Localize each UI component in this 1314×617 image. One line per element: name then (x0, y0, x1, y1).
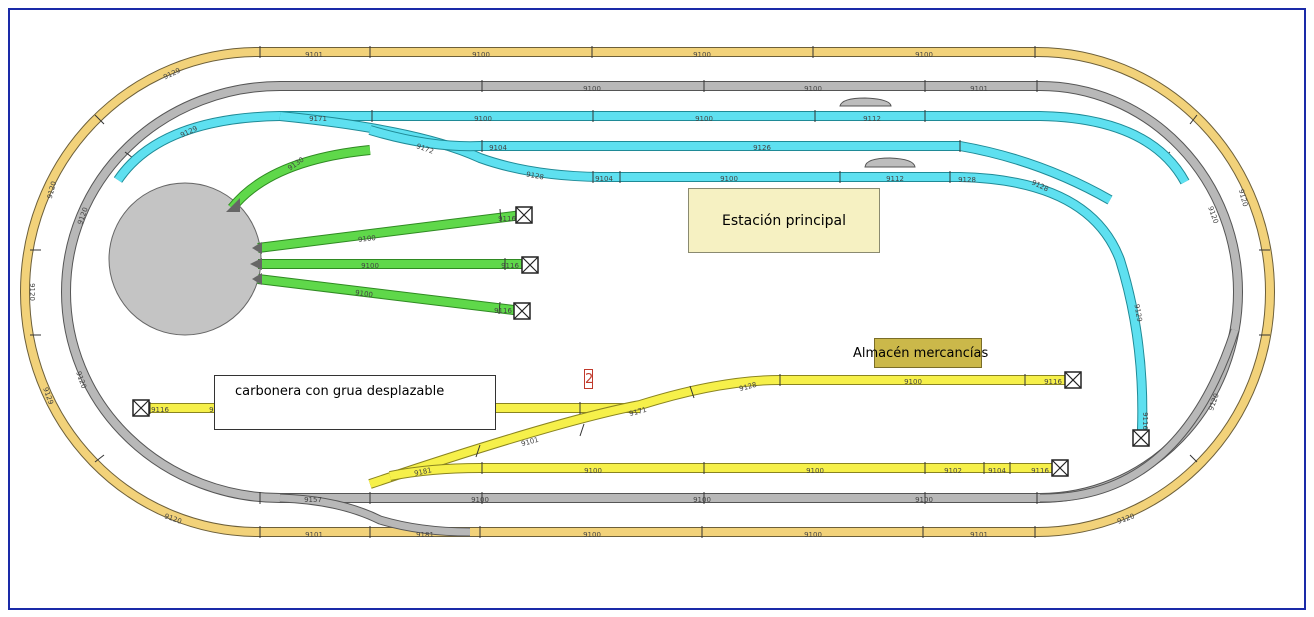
track-code-label: 9104 (489, 144, 507, 152)
diagram-frame (8, 8, 1306, 610)
track-code-label: 9104 (595, 175, 613, 183)
track-code-label: 9100 (804, 531, 822, 539)
marker-label: 2 (584, 369, 593, 389)
track-code-label: 9100 (693, 51, 711, 59)
track-code-label: 9112 (863, 115, 881, 123)
track-code-label: 9100 (471, 496, 489, 504)
track-code-label: 9116 (494, 307, 512, 315)
track-code-label: 9100 (804, 85, 822, 93)
track-code-label: 9116 (151, 406, 169, 414)
track-code-label: 9116 (1141, 412, 1149, 430)
platform-upper (839, 97, 892, 107)
track-code-label: 9100 (693, 496, 711, 504)
track-code-label: 9129 (1133, 304, 1144, 323)
track-code-label: 9128 (526, 171, 545, 182)
gray-loop-track (61, 80, 1243, 537)
buffer-stop-blue-cross (1132, 429, 1150, 447)
track-code-label: 9116 (498, 215, 516, 223)
track-code-label: 9100 (358, 234, 377, 244)
track-code-label: 9112 (886, 175, 904, 183)
track-code-label: 9171 (309, 115, 327, 123)
outer-loop-track (20, 46, 1275, 538)
track-code-label: 9100 (583, 531, 601, 539)
track-code-label: 9100 (695, 115, 713, 123)
track-code-label: 9101 (305, 51, 323, 59)
track-code-label: 9100 (583, 85, 601, 93)
track-code-label: 9128 (958, 176, 976, 184)
track-code-label: 9100 (915, 51, 933, 59)
track-code-label: 9157 (304, 496, 322, 504)
track-code-label: 9100 (904, 378, 922, 386)
coal-station-label-text: carbonera con grua desplazable (235, 384, 445, 399)
track-code-label: 9100 (472, 51, 490, 59)
track-code-label: 9100 (355, 289, 374, 299)
track-code-label: 9116 (501, 262, 519, 270)
track-code-label: 9120 (28, 283, 36, 301)
track-code-label: 9100 (584, 467, 602, 475)
track-code-label: 9116 (1031, 467, 1049, 475)
platform-lower (864, 157, 916, 168)
warehouse-box (874, 338, 982, 368)
track-code-label: 9104 (988, 467, 1006, 475)
track-code-label: 9101 (305, 531, 323, 539)
coal-station-label: carbonera con grua desplazable (214, 375, 496, 430)
blue-station-tracks (113, 97, 1190, 447)
track-code-label: 9100 (361, 262, 379, 270)
station-label: Estación principal (688, 188, 880, 253)
track-code-label: 9100 (474, 115, 492, 123)
green-spur-tracks (226, 145, 539, 320)
track-code-label: 9126 (753, 144, 771, 152)
station-label-text: Estación principal (721, 212, 847, 229)
track-code-label: 9101 (970, 531, 988, 539)
track-code-label: 9116 (1044, 378, 1062, 386)
track-code-label: 9100 (915, 496, 933, 504)
track-code-label: 9181 (413, 466, 432, 478)
track-code-label: 9100 (720, 175, 738, 183)
track-code-label: 9101 (970, 85, 988, 93)
track-code-label: 9120 (76, 206, 90, 225)
track-code-label: 9100 (806, 467, 824, 475)
track-code-label: 9102 (944, 467, 962, 475)
warehouse-label: Almacén mercancías (853, 346, 989, 361)
track-code-label: 9181 (416, 531, 434, 539)
